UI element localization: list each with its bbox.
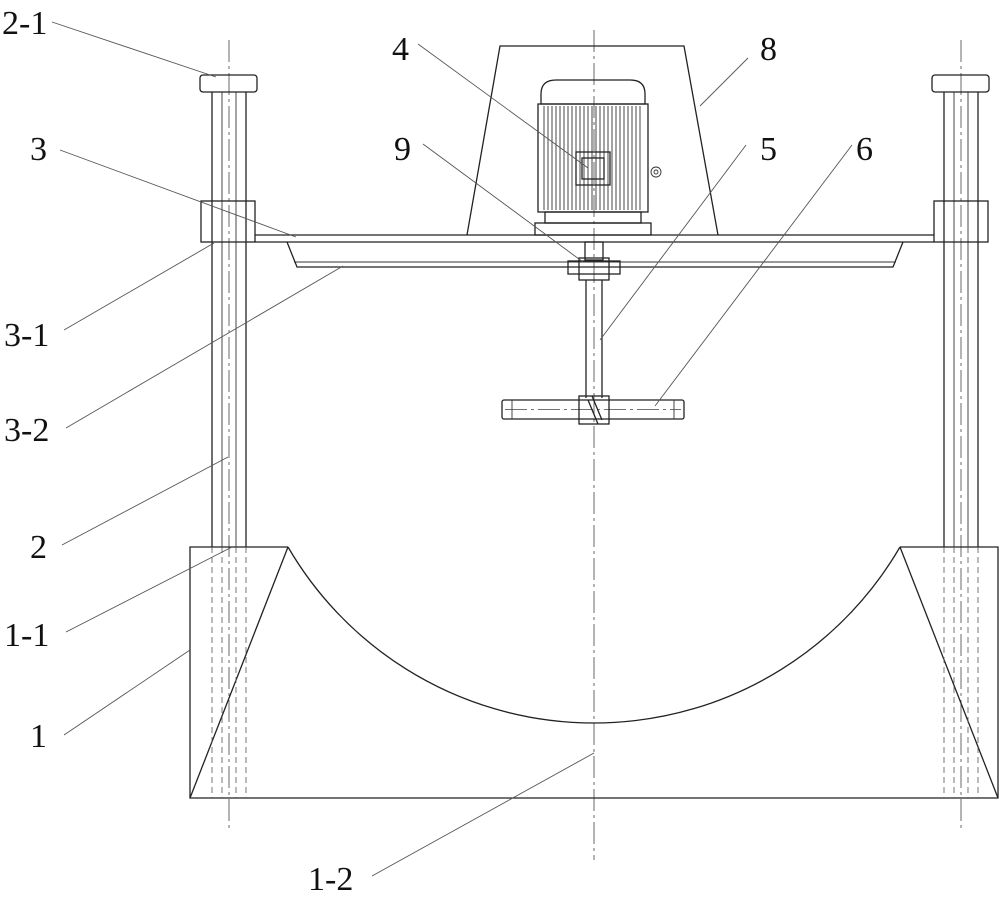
- label-1-1: 1-1: [4, 617, 49, 654]
- label-1: 1: [30, 718, 47, 755]
- motor: [534, 79, 662, 236]
- right-guide-column: [931, 74, 990, 798]
- shaft-assembly: [501, 241, 685, 425]
- center-lines: [228, 30, 962, 860]
- label-2: 2: [30, 529, 47, 566]
- motor-frame: [466, 45, 719, 236]
- label-3: 3: [30, 131, 47, 168]
- part-labels: 2-1 3 3-1 3-2 2 1-1 1 1-2 4 9 8 5 6: [2, 5, 873, 898]
- label-1-2: 1-2: [308, 861, 353, 898]
- base-trough: [189, 546, 999, 799]
- label-9: 9: [394, 131, 411, 168]
- label-2-1: 2-1: [2, 5, 47, 42]
- crossbeam: [200, 200, 989, 268]
- left-guide-column: [199, 74, 258, 798]
- label-3-2: 3-2: [4, 412, 49, 449]
- label-6: 6: [856, 131, 873, 168]
- label-4: 4: [392, 31, 409, 68]
- leader-lines: [51, 21, 853, 877]
- label-8: 8: [760, 31, 777, 68]
- label-5: 5: [760, 131, 777, 168]
- label-3-1: 3-1: [4, 317, 49, 354]
